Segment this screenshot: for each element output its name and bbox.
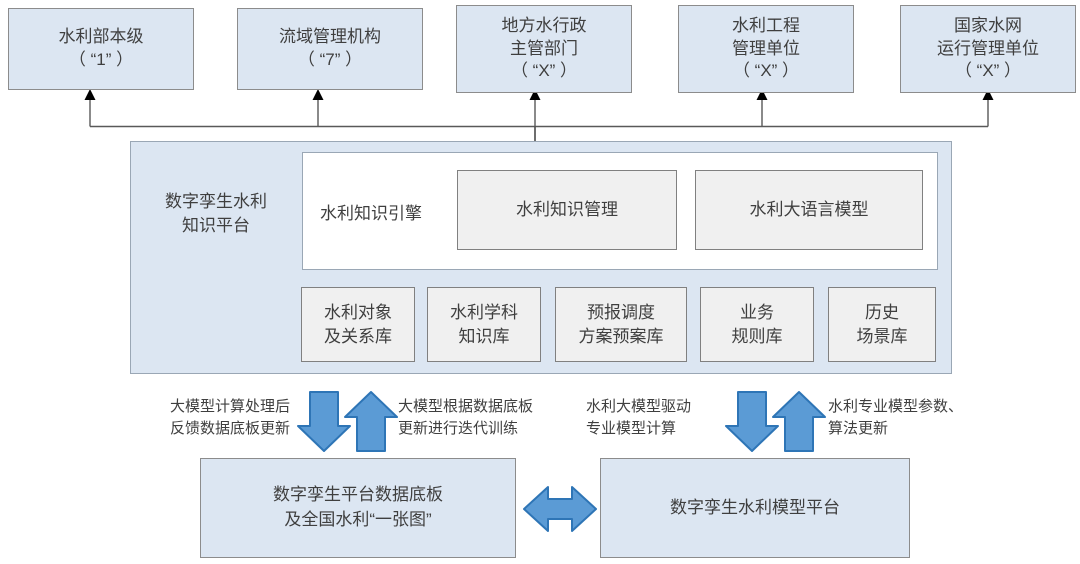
arrow-down-icon (297, 391, 351, 452)
top-box-local[interactable]: 地方水行政 主管部门 （ “X” ） (456, 5, 632, 93)
repo-forecast-dispatch[interactable]: 预报调度 方案预案库 (555, 287, 687, 362)
repo-discipline-knowledge[interactable]: 水利学科 知识库 (427, 287, 541, 362)
annotation-param-algorithm-update: 水利专业模型参数、 算法更新 (828, 398, 964, 437)
bottom-box-model-platform[interactable]: 数字孪生水利模型平台 (600, 458, 910, 558)
bottom-box-data-base-map[interactable]: 数字孪生平台数据底板 及全国水利“一张图” (200, 458, 516, 558)
repo-business-rules[interactable]: 业务 规则库 (700, 287, 814, 362)
top-box-ministry[interactable]: 水利部本级 （ “1” ） (8, 8, 194, 90)
arrow-up-icon (344, 391, 398, 452)
repo-object-relation[interactable]: 水利对象 及关系库 (301, 287, 415, 362)
repo-history-scenarios[interactable]: 历史 场景库 (828, 287, 936, 362)
arrow-up-icon (772, 391, 826, 452)
annotation-model-driven-compute: 水利大模型驱动 专业模型计算 (586, 398, 692, 437)
knowledge-engine-label: 水利知识引擎 (320, 204, 422, 223)
arrow-double-horizontal-icon (523, 486, 597, 532)
module-knowledge-management[interactable]: 水利知识管理 (457, 170, 677, 250)
top-box-basin[interactable]: 流域管理机构 （ “7” ） (237, 8, 423, 90)
top-box-project[interactable]: 水利工程 管理单位 （ “X” ） (678, 5, 854, 93)
annotation-feedback-update: 大模型计算处理后 反馈数据底板更新 (169, 398, 290, 437)
top-box-national-grid[interactable]: 国家水网 运行管理单位 （ “X” ） (900, 5, 1076, 93)
annotation-iterative-training: 大模型根据数据底板 更新进行迭代训练 (398, 398, 534, 437)
platform-title: 数字孪生水利 知识平台 (165, 192, 267, 235)
module-large-language-model[interactable]: 水利大语言模型 (695, 170, 923, 250)
